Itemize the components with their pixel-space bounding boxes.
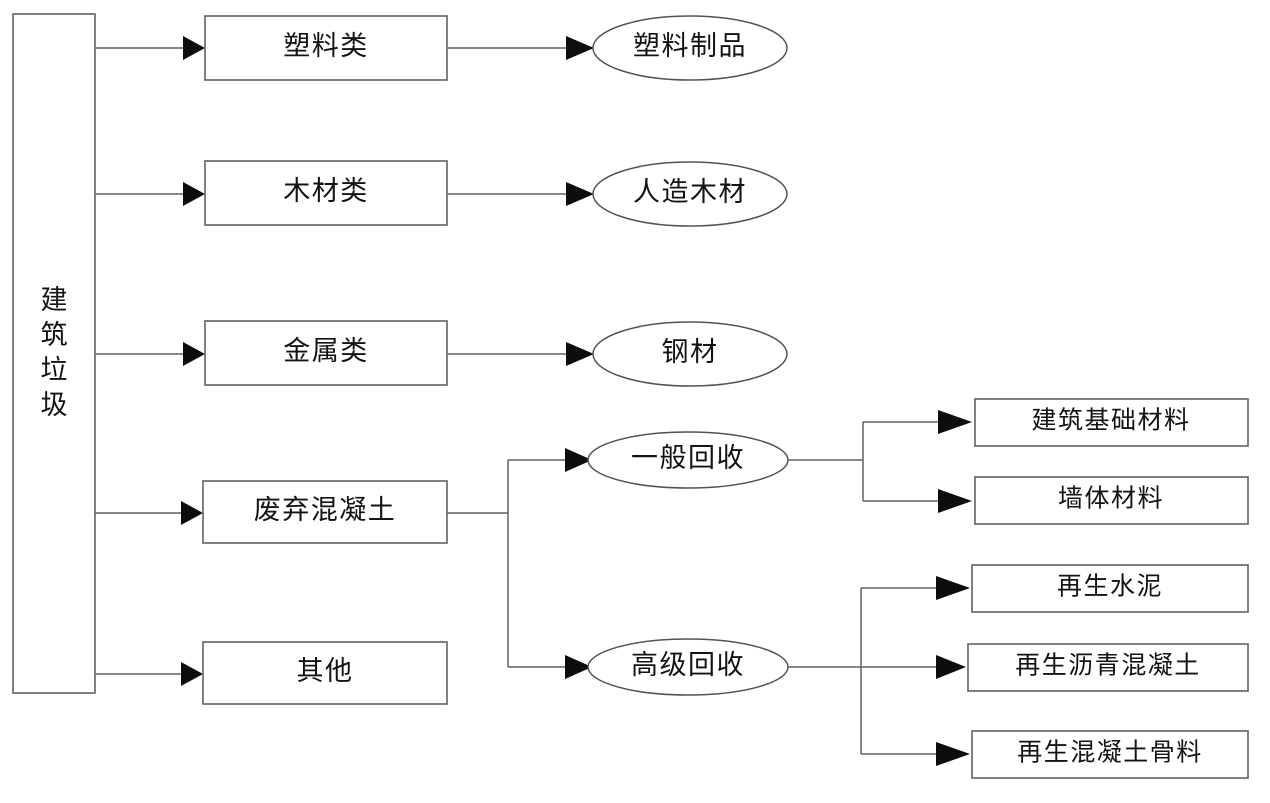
arrow-head-icon-recycled-asphalt-concrete <box>936 655 966 679</box>
vertical-char-1: 筑 <box>40 319 68 350</box>
node-concrete-label: 废弃混凝土 <box>254 495 397 525</box>
node-other[interactable] <box>202 641 448 705</box>
node-advanced-recycling-label: 高级回收 <box>631 650 745 680</box>
node-recycled-cement-label: 再生水泥 <box>1057 573 1163 601</box>
node-concrete[interactable] <box>202 480 448 544</box>
arrow-head-icon-building-base-material <box>938 410 972 434</box>
node-metal[interactable] <box>204 320 448 386</box>
category-nodes: 塑料类 木材类 金属类 废弃混凝土 其他 <box>202 15 448 705</box>
node-artificial-wood[interactable] <box>592 161 788 227</box>
node-general-recycling[interactable] <box>587 431 789 489</box>
recycling-stage-nodes: 一般回收 高级回收 <box>587 431 789 696</box>
node-building-base-material[interactable] <box>974 398 1249 447</box>
node-steel-label: 钢材 <box>662 337 719 367</box>
arrow-head-icon-other <box>181 662 203 686</box>
node-plastic-products-label: 塑料制品 <box>633 31 747 61</box>
arrow-head-icon-artificial-wood <box>566 182 594 206</box>
arrow-head-icon-recycled-concrete-aggregate <box>936 742 970 766</box>
arrow-head-icon-concrete <box>181 501 203 525</box>
arrow-head-icon-general-recycling <box>565 448 592 472</box>
node-building-base-material-label: 建筑基础材料 <box>1031 407 1190 435</box>
arrow-head-icon-wall-material <box>938 489 972 513</box>
arrow-head-icon-metal <box>183 342 205 366</box>
arrow-head-icon-advanced-recycling <box>565 655 592 679</box>
arrow-head-icon-plastic <box>183 36 205 60</box>
vertical-char-0: 建 <box>40 284 68 315</box>
vertical-char-3: 圾 <box>40 390 68 421</box>
node-wood-label: 木材类 <box>283 176 369 206</box>
vertical-char-2: 垃 <box>40 355 68 385</box>
node-artificial-wood-label: 人造木材 <box>633 177 747 207</box>
node-construction-waste[interactable] <box>12 13 96 694</box>
edges-categories-to-products <box>447 36 594 366</box>
node-wall-material[interactable] <box>974 476 1249 525</box>
node-metal-label: 金属类 <box>283 336 369 366</box>
node-recycled-concrete-aggregate[interactable] <box>971 730 1249 779</box>
edges-general-recycling-outputs <box>788 410 972 513</box>
node-recycled-asphalt-concrete-label: 再生沥青混凝土 <box>1015 652 1201 680</box>
node-steel[interactable] <box>592 321 788 387</box>
node-recycled-asphalt-concrete[interactable] <box>967 643 1249 692</box>
node-plastic-products[interactable] <box>592 15 788 81</box>
node-general-recycling-label: 一般回收 <box>631 443 745 473</box>
general-output-nodes: 建筑基础材料 墙体材料 <box>974 398 1249 525</box>
edges-advanced-recycling-outputs <box>788 576 970 766</box>
node-construction-waste-label: 建 筑 垃 圾 <box>13 253 95 453</box>
node-plastic[interactable] <box>204 15 448 81</box>
node-wall-material-label: 墙体材料 <box>1058 485 1164 513</box>
arrow-head-icon-steel <box>566 342 594 366</box>
node-recycled-cement[interactable] <box>971 564 1249 613</box>
arrow-head-icon-recycled-cement <box>936 576 970 600</box>
arrow-head-icon-plastic-products <box>566 36 594 60</box>
node-wood[interactable] <box>204 160 448 226</box>
node-recycled-concrete-aggregate-label: 再生混凝土骨料 <box>1017 739 1203 767</box>
advanced-output-nodes: 再生水泥 再生沥青混凝土 再生混凝土骨料 <box>967 564 1249 779</box>
product-nodes: 塑料制品 人造木材 钢材 <box>592 15 788 387</box>
node-other-label: 其他 <box>297 656 354 686</box>
arrow-head-icon-wood <box>183 182 205 206</box>
node-advanced-recycling[interactable] <box>587 638 789 696</box>
node-plastic-label: 塑料类 <box>283 31 369 61</box>
edges-source-to-categories <box>95 36 205 686</box>
edges-concrete-to-recycling <box>447 448 592 679</box>
